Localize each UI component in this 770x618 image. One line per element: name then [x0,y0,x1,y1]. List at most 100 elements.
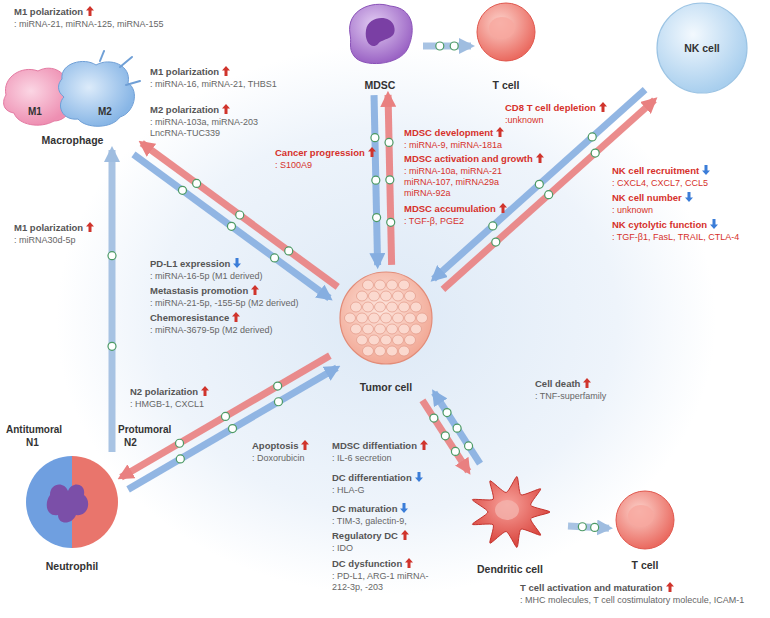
exosome [176,439,184,447]
interaction-arrow [423,43,471,50]
label-text: : IL-6 secretion [332,453,392,463]
cell-name: Neutrophil [46,559,99,573]
exosome [436,42,444,50]
annotation-detail: : CXCL4, CXCL7, CCL5 [612,178,708,189]
label-text: MDSC activation and growth [404,153,533,164]
label-text: : IDO [332,543,353,553]
increase-arrow [251,285,259,295]
label-text: : HMGB-1, CXCL1 [130,399,204,409]
label-text: : miRNA-10a, miRNA-21 miRNA-107, miRNA29… [404,166,502,198]
label-text: PD-L1 expression [150,258,230,269]
exosome [371,134,379,142]
exosome [386,176,394,184]
annotation-heading: NK cell number [612,192,693,203]
annotation-detail: : miRNA-16-5p (M1 derived) [150,271,263,282]
label-text: : miRNA-103a, miRNA-203 LncRNA-TUC339 [150,117,258,138]
label-text: : HLA-G [332,485,365,495]
interaction-arrow [121,356,330,478]
cell-illustration [336,268,436,394]
annotation-heading: N2 polarization [130,386,209,397]
label-text: : miRNA30d-5p [14,235,76,245]
annotation-detail: : miRNA-21-5p, -155-5p (M2 derived) [150,298,299,309]
exosome [588,133,596,141]
annotation-detail: : unknown [612,205,653,216]
annotation-detail: : miRNA-9, miRNA-181a [404,140,502,151]
label-text: N1 [26,437,39,448]
exosome [385,138,393,146]
label-text: : TIM-3, galectin-9, [332,516,407,526]
annotation-detail: : Doxorubicin [252,453,305,464]
annotation-heading: Cell death [535,378,591,389]
label-text: : miRNA-21-5p, -155-5p (M2 derived) [150,298,299,308]
label-text: M1 polarization [14,6,83,17]
label-text: : PD-L1, ARG-1 miRNA-212-3p, -203 [332,571,429,592]
decrease-arrow [685,192,693,202]
annotation-detail: : TIM-3, galectin-9, [332,516,407,527]
subtype-label: Antitumoral [6,424,62,435]
annotation-detail: : IL-6 secretion [332,453,392,464]
label-text: M2 [98,106,112,117]
decrease-arrow [710,219,718,229]
exosome [465,442,473,450]
label-text: DC maturation [332,503,397,514]
annotation-detail: : miRNA-103a, miRNA-203 LncRNA-TUC339 [150,117,270,139]
increase-arrow [583,378,591,388]
increase-arrow [499,203,507,213]
exosome [453,424,461,432]
increase-arrow [368,147,376,157]
interaction-arrow [434,393,480,464]
increase-arrow [222,104,230,114]
annotation-detail: : miRNA-21, miRNA-125, miRNA-155 [14,19,164,30]
label-text: N2 polarization [130,386,198,397]
annotation-detail: : TGF-β, PGE2 [404,216,464,227]
annotation-heading: M1 polarization [150,66,230,77]
exosome [274,398,282,406]
label-text: M1 [28,106,42,117]
label-text: : miRNA-9, miRNA-181a [404,140,502,150]
annotation-heading: MDSC development [404,127,504,138]
annotation-heading: Metastasis promotion [150,285,259,296]
label-text: T cell activation and maturation [520,582,663,593]
cell-illustration [22,455,122,573]
annotation-heading: DC dysfunction [332,558,413,569]
label-text: : Doxorubicin [252,453,305,463]
cell-name: Tumor cell [360,380,412,394]
exosome [274,382,282,390]
cell-illustration [455,470,565,576]
annotation-detail: : miRNA-3679-5p (M2 derived) [150,325,273,336]
label-text: : TGF-β1, FasL, TRAIL, CTLA-4 [612,232,739,242]
decrease-arrow [702,165,710,175]
decrease-arrow [415,472,423,482]
exosome [450,42,458,50]
label-text: MDSC diffentiation [332,440,417,451]
label-text: CD8 T cell depletion [505,102,596,113]
label-text: Protumoral [118,424,171,435]
label-text: NK cytolytic function [612,219,707,230]
label-text: M2 polarization [150,104,219,115]
label-text: DC differentiation [332,472,412,483]
interaction-arrow [142,143,338,287]
label-text: : TNF-superfamily [535,391,606,401]
cell-name: NK cell [684,41,720,55]
label-text: : TGF-β, PGE2 [404,216,464,226]
cell-name: T cell [632,558,659,572]
label-text: Cancer progression [275,147,365,158]
exosome [176,455,184,463]
cell-node: NK cell [652,0,752,96]
label-text: : miRNA-16, miRNA-21, THBS1 [150,79,277,89]
exosome [451,447,459,455]
exosome [229,425,237,433]
annotation-heading: MDSC accumulation [404,203,507,214]
exosome [271,254,279,262]
increase-arrow [86,6,94,16]
cell-node: Tumor cell [336,268,436,394]
annotation-detail: : TNF-superfamily [535,391,606,402]
exosome [108,342,116,350]
exosome [578,523,586,531]
annotation-heading: Regulatory DC [332,530,409,541]
label-text: : miRNA-21, miRNA-125, miRNA-155 [14,19,164,29]
exosome [489,222,497,230]
annotation-heading: T cell activation and maturation [520,582,674,593]
label-text: : miRNA-3679-5p (M2 derived) [150,325,273,335]
increase-arrow [496,127,504,137]
